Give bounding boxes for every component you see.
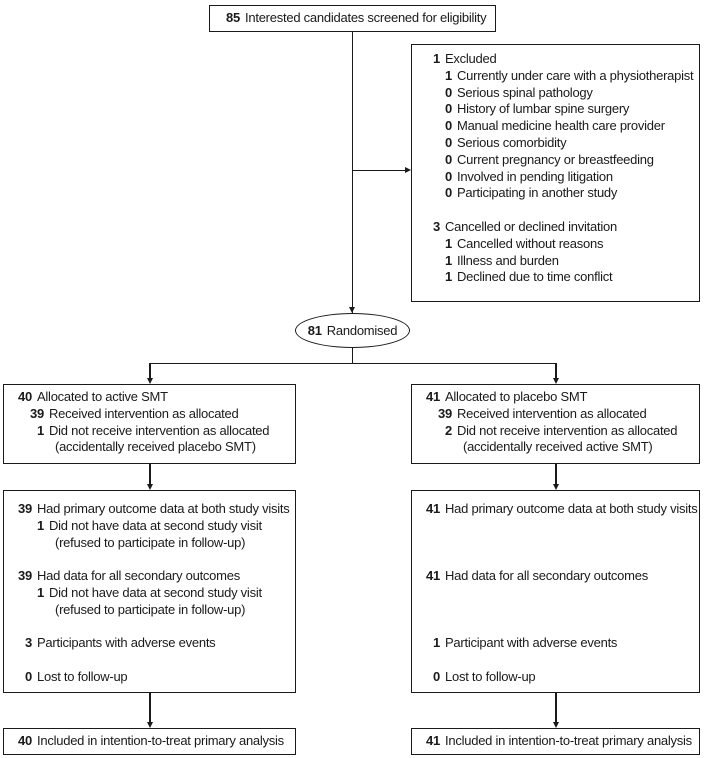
flow-text-line	[412, 551, 699, 568]
flow-text-line	[412, 535, 699, 552]
connector-randomised-to-split	[351, 348, 353, 364]
flow-text-line	[412, 619, 699, 636]
flow-text-line	[4, 619, 295, 636]
connector-active-to-analysis	[149, 693, 151, 722]
connector-split-bar	[149, 362, 557, 364]
connector-placebo-to-analysis	[555, 693, 557, 722]
randomised-count: 81	[307, 323, 322, 338]
connector-to-excluded	[352, 169, 406, 171]
flow-text-line	[412, 585, 699, 602]
flow-text-line	[4, 551, 295, 568]
arrowhead-followup-placebo	[552, 484, 559, 490]
arrowhead-followup-active	[146, 484, 153, 490]
connector-screening-to-randomised	[351, 32, 353, 313]
flow-text-line: (refused to participate in follow-up)	[55, 534, 246, 550]
arrowhead-allocation-placebo	[552, 378, 559, 384]
flow-text-line	[412, 202, 699, 219]
flow-text-line	[412, 602, 699, 619]
connector-placebo-to-followup	[555, 464, 557, 484]
randomised-label: Randomised	[326, 323, 398, 338]
arrowhead-randomised	[348, 307, 355, 313]
arrowhead-excluded	[405, 167, 411, 173]
randomised-ellipse: 81 Randomised	[295, 313, 410, 348]
flow-text-line: (refused to participate in follow-up)	[55, 601, 246, 617]
connector-split-to-placebo	[555, 363, 557, 378]
flow-text-line	[412, 652, 699, 669]
arrowhead-analysis-active	[146, 722, 153, 728]
arrowhead-allocation-active	[146, 378, 153, 384]
flow-text-line: (accidentally received active SMT)	[463, 439, 653, 455]
flow-text-line	[412, 518, 699, 535]
flow-text-line	[4, 652, 295, 669]
flow-text-line: (accidentally received placebo SMT)	[55, 439, 256, 455]
connector-split-to-active	[149, 363, 151, 378]
connector-active-to-followup	[149, 464, 151, 484]
arrowhead-analysis-placebo	[552, 722, 559, 728]
